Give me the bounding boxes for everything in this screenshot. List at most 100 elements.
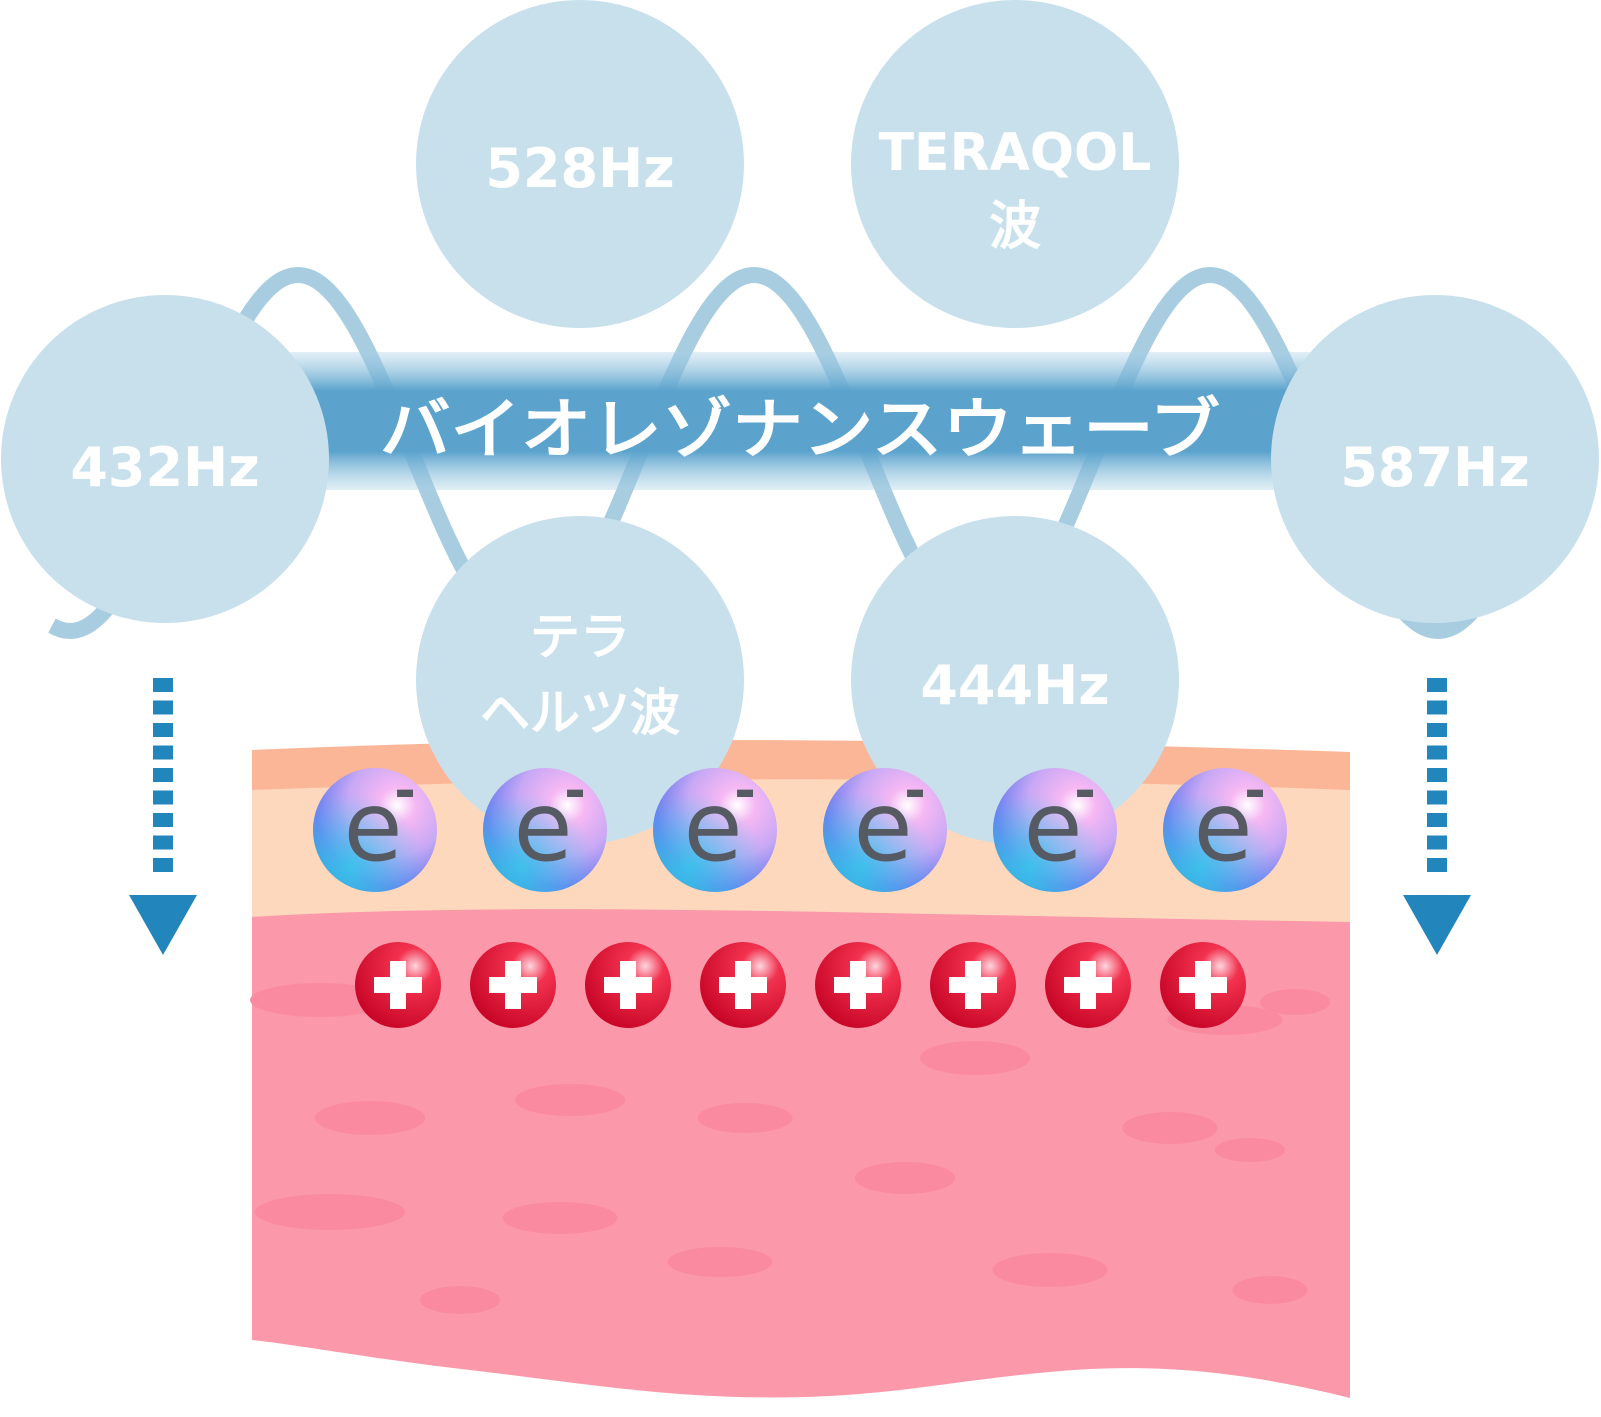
electron-glow: [993, 768, 1117, 892]
plus-vertical: [505, 961, 521, 1009]
plus-vertical: [735, 961, 751, 1009]
arrow-dash: [1427, 678, 1447, 692]
positive-charge-row: [355, 942, 1246, 1028]
positive-charge-icon: [1045, 942, 1131, 1028]
circle-shape: [1, 295, 329, 623]
frequency-circle-432: 432Hz: [1, 295, 329, 623]
electron-particle: e-: [483, 761, 607, 892]
positive-charge-icon: [470, 942, 556, 1028]
skin-spot: [1215, 1138, 1285, 1162]
positive-charge-icon: [700, 942, 786, 1028]
frequency-circle-terahertz: テラ ヘルツ波: [416, 516, 744, 844]
skin-spot: [420, 1286, 500, 1314]
skin-spot: [315, 1101, 425, 1135]
electron-charge: -: [564, 761, 586, 821]
arrow-dash: [1427, 768, 1447, 782]
electron-glow: [483, 768, 607, 892]
arrow-dash: [1427, 835, 1447, 850]
arrow-dash: [153, 768, 173, 782]
skin-spot: [920, 1041, 1030, 1075]
electron-particle: e-: [313, 761, 437, 892]
arrow-dash: [153, 700, 173, 715]
positive-charge-icon: [815, 942, 901, 1028]
frequency-label-528: 528Hz: [485, 137, 674, 200]
arrow-dash: [153, 678, 173, 692]
right-down-arrow: [1403, 678, 1471, 955]
frequency-label-terahertz-line1: テラ: [530, 608, 630, 666]
frequency-label-432: 432Hz: [70, 436, 259, 499]
arrow-dash: [153, 723, 173, 737]
electron-letter: e: [683, 771, 742, 883]
frequency-label-teraqol-line2: 波: [989, 197, 1041, 257]
circle-shape: [1271, 295, 1599, 623]
frequency-label-444: 444Hz: [920, 654, 1109, 717]
band-title: バイオレゾナンスウェーブ: [380, 391, 1220, 468]
plus-vertical: [850, 961, 866, 1009]
electron-letter: e: [343, 771, 402, 883]
arrow-dash: [153, 745, 173, 760]
frequency-circle-587: 587Hz: [1271, 295, 1599, 623]
frequency-label-587: 587Hz: [1340, 436, 1529, 499]
electron-particle: e-: [993, 761, 1117, 892]
electron-charge: -: [734, 761, 756, 821]
electron-letter: e: [1023, 771, 1082, 883]
plus-vertical: [1080, 961, 1096, 1009]
circle-shape: [851, 516, 1179, 844]
frequency-label-teraqol-line1: TERAQOL: [879, 123, 1152, 183]
skin-spot: [855, 1162, 955, 1194]
arrow-dash: [1427, 723, 1447, 737]
skin-spot: [250, 983, 390, 1017]
circle-shape: [416, 0, 744, 328]
skin-spot: [697, 1103, 793, 1133]
bioresonance-band: バイオレゾナンスウェーブ: [290, 352, 1310, 490]
positive-charge-icon: [585, 942, 671, 1028]
electron-letter: e: [1193, 771, 1252, 883]
arrow-dash: [153, 813, 173, 827]
electron-particle: e-: [823, 761, 947, 892]
electron-glow: [313, 768, 437, 892]
skin-spot: [1260, 989, 1330, 1015]
electron-row: e-e-e-e-e-e-: [313, 761, 1287, 892]
arrow-dash: [153, 835, 173, 850]
positive-charge-icon: [1160, 942, 1246, 1028]
frequency-circle-teraqol: TERAQOL 波: [851, 0, 1179, 328]
skin-spot: [667, 1247, 773, 1277]
skin-spot: [255, 1194, 405, 1230]
frequency-circle-528: 528Hz: [416, 0, 744, 328]
positive-charge-icon: [355, 942, 441, 1028]
circle-shape: [416, 516, 744, 844]
frequency-label-terahertz-line2: ヘルツ波: [480, 684, 680, 742]
plus-vertical: [390, 961, 406, 1009]
electron-letter: e: [853, 771, 912, 883]
electron-glow: [653, 768, 777, 892]
skin-spots: [250, 983, 1330, 1314]
electron-glow: [823, 768, 947, 892]
plus-vertical: [965, 961, 981, 1009]
arrow-dash: [1427, 813, 1447, 827]
band-bar: [290, 352, 1310, 490]
arrow-dash: [1427, 700, 1447, 715]
electron-letter: e: [513, 771, 572, 883]
arrow-head-icon: [1403, 895, 1471, 955]
skin-spot: [992, 1253, 1108, 1287]
left-down-arrow: [129, 678, 197, 955]
electron-charge: -: [904, 761, 926, 821]
electron-charge: -: [1244, 761, 1266, 821]
positive-charge-icon: [930, 942, 1016, 1028]
electron-glow: [1163, 768, 1287, 892]
electron-charge: -: [394, 761, 416, 821]
electron-particle: e-: [653, 761, 777, 892]
arrow-dash: [1427, 790, 1447, 805]
arrow-head-icon: [129, 895, 197, 955]
arrow-dash: [1427, 858, 1447, 872]
electron-charge: -: [1074, 761, 1096, 821]
electron-particle: e-: [1163, 761, 1287, 892]
skin-spot: [502, 1202, 618, 1234]
arrow-dash: [1427, 745, 1447, 760]
frequency-circle-444: 444Hz: [851, 516, 1179, 844]
plus-vertical: [620, 961, 636, 1009]
circle-shape: [851, 0, 1179, 328]
skin-spot: [1232, 1276, 1308, 1304]
skin-spot: [1122, 1112, 1218, 1144]
